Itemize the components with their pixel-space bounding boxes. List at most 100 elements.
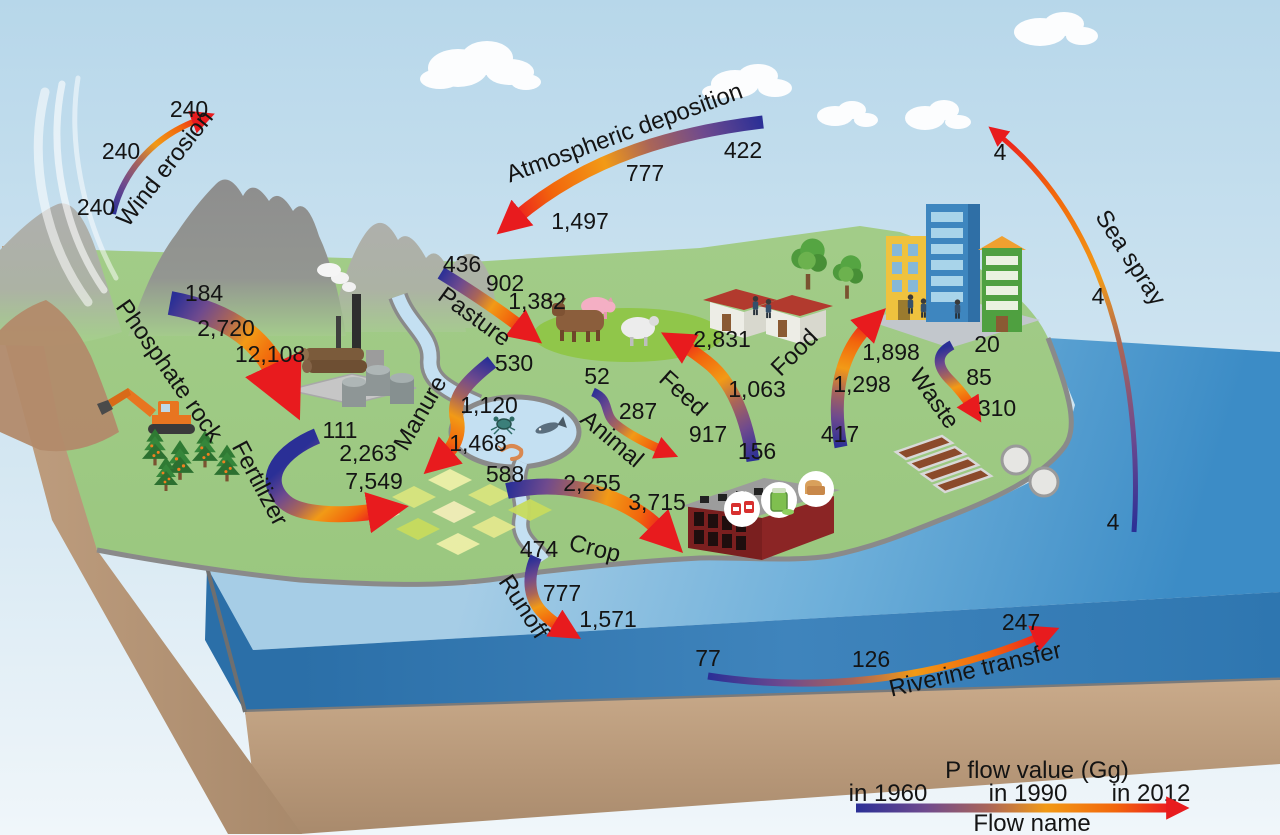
legend-year-1990: in 1990	[989, 780, 1068, 807]
coastline	[96, 337, 1074, 587]
flow-value-1960: 240	[77, 194, 115, 220]
flow-value-2012: 4	[994, 139, 1007, 165]
flow-value-2012: 7,549	[345, 468, 403, 494]
food-factory-icon	[682, 471, 840, 560]
flow-value-1990: 85	[966, 364, 992, 390]
flow-value-1990: 1,120	[460, 392, 518, 418]
flow-value-1990: 777	[543, 580, 581, 606]
flow-value-1960: 474	[520, 536, 559, 562]
sea-front-face	[205, 567, 1280, 712]
wind-wisps-icon	[33, 75, 119, 307]
flow-value-2012: 12,108	[235, 341, 305, 367]
flow-value-1960: 184	[185, 280, 224, 306]
flow-value-1990: 4	[1092, 283, 1105, 309]
flow-value-1960: 77	[695, 645, 721, 671]
flow-arrow-feed	[660, 332, 760, 462]
flow-value-1960: 530	[495, 350, 533, 376]
flow-arrow-pasture	[437, 267, 543, 344]
cloud-icon	[1014, 12, 1098, 46]
sea-icon	[97, 338, 1280, 834]
flow-arrow-atmospheric-deposition	[496, 115, 764, 235]
flow-value-1960: 20	[974, 331, 1000, 357]
flow-value-2012: 3,715	[628, 489, 686, 515]
flow-value-2012: 1,571	[579, 606, 637, 632]
flow-value-1960: 4	[1107, 509, 1120, 535]
flow-value-1990: 1,063	[728, 376, 786, 402]
legend-year-2012: in 2012	[1112, 780, 1191, 807]
waste-treatment-icon	[893, 434, 1060, 498]
flow-value-1990: 777	[626, 160, 664, 186]
legend-flow-name-label: Flow name	[973, 810, 1090, 835]
village-houses-icon	[703, 289, 833, 344]
sea-surface	[97, 338, 1280, 650]
flow-value-2012: 310	[978, 395, 1016, 421]
flow-arrow-riverine-transfer	[707, 625, 1060, 687]
flow-arrow-animal	[590, 387, 679, 459]
flow-value-1990: 1,298	[833, 371, 891, 397]
cloud-icon	[420, 41, 541, 90]
flow-value-2012: 917	[689, 421, 727, 447]
house-icon	[759, 295, 833, 344]
flow-value-1960: 111	[323, 417, 358, 443]
flow-value-1960: 52	[584, 363, 610, 389]
soil-block-icon	[245, 680, 1280, 834]
flow-crop: Crop 588 2,255 3,715	[486, 461, 686, 568]
sushi-icon	[724, 491, 760, 527]
legend: P flow value (Gg) in 1960 in 1990 in 201…	[849, 757, 1191, 835]
shrimp-icon	[497, 444, 524, 461]
clouds-icon	[420, 12, 1098, 130]
flow-value-1960: 436	[443, 251, 481, 277]
flow-value-1960: 156	[738, 438, 776, 464]
flow-arrow-waste	[934, 340, 982, 423]
flow-arrow-runoff	[524, 554, 582, 640]
green-building	[978, 236, 1026, 332]
aquatic-animals	[490, 416, 567, 461]
yellow-building	[886, 236, 926, 320]
legend-title: P flow value (Gg)	[945, 757, 1129, 784]
flow-value-2012: 2,831	[693, 326, 751, 352]
jar-icon	[761, 482, 797, 518]
flow-value-2012: 1,468	[449, 430, 507, 456]
city-buildings-icon	[866, 204, 1040, 348]
flow-value-2012: 1,382	[508, 288, 566, 314]
house-icon	[703, 289, 777, 338]
flow-arrow-sea-spray	[988, 126, 1138, 533]
flow-value-2012: 247	[1002, 609, 1040, 635]
flow-value-1990: 287	[619, 398, 657, 424]
flow-value-2012: 1,497	[551, 208, 609, 234]
tank-icon	[1028, 466, 1060, 498]
legend-year-1960: in 1960	[849, 780, 928, 807]
flow-value-1960: 422	[724, 137, 762, 163]
flow-value-1960: 417	[821, 421, 859, 447]
flow-value-1990: 2,263	[339, 440, 397, 466]
cloud-icon	[817, 101, 878, 127]
excavator-icon	[97, 388, 195, 434]
flow-arrow-food	[830, 308, 886, 449]
flow-arrow-phosphate-rock	[167, 291, 302, 421]
flow-value-2012: 1,898	[862, 339, 920, 365]
sheep-icon	[621, 316, 659, 346]
storage-tanks	[342, 365, 414, 407]
flow-arrow-manure	[423, 356, 497, 475]
cloud-icon	[702, 64, 792, 99]
flow-pasture: Pasture 436 902 1,382	[433, 251, 566, 352]
cliff-sea-seam	[205, 566, 247, 713]
tank-icon	[1000, 444, 1032, 476]
flow-arrow-fertilizer	[265, 428, 409, 534]
river-icon	[388, 292, 582, 566]
flow-value-2012: 240	[170, 96, 208, 122]
flow-value-1990: 2,720	[197, 315, 255, 341]
phosphate-factory-icon	[287, 263, 417, 407]
flow-value-1990: 2,255	[563, 470, 621, 496]
flow-arrow-wind-erosion	[110, 110, 215, 215]
flow-arrow-crop	[505, 478, 684, 554]
blue-tower	[926, 204, 980, 322]
cow-icon	[547, 297, 604, 342]
flow-value-1990: 902	[486, 270, 524, 296]
fish-icon	[535, 416, 567, 434]
flow-value-1990: 126	[852, 646, 890, 672]
crab-icon	[490, 416, 516, 435]
flow-value-1960: 588	[486, 461, 524, 487]
